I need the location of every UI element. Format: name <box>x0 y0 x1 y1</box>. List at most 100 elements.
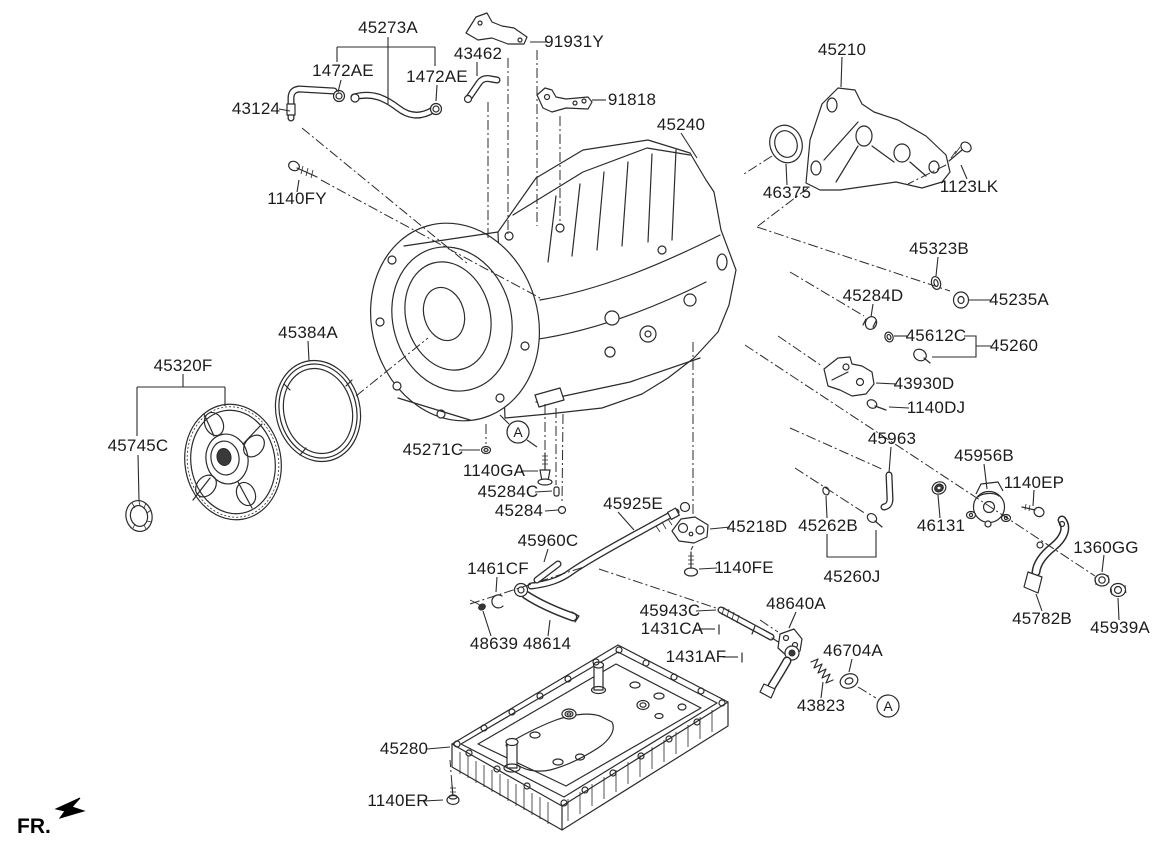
hose-clamp-1472AE-left <box>332 89 346 103</box>
bolt-1123LK-drawing <box>948 141 972 162</box>
part-label-46704A: 46704A <box>823 641 883 660</box>
bolt-1140DJ-drawing <box>866 399 887 411</box>
manual-shaft-45943C-drawing <box>717 606 781 644</box>
bolt-1140ER-drawing <box>446 784 460 806</box>
part-label-43462: 43462 <box>453 44 503 63</box>
part-label-45218D: 45218D <box>726 517 788 536</box>
part-label-43823: 43823 <box>796 696 846 715</box>
part-label-1431AF: 1431AF <box>665 647 727 666</box>
nut-45939A-drawing <box>1109 582 1127 598</box>
bolt-1140FY-drawing <box>288 160 318 179</box>
hook-pin-45963-drawing <box>880 471 894 511</box>
bolt-45262B-drawing <box>866 512 883 528</box>
part-label-1472AE-1: 1472AE <box>312 61 374 80</box>
part-label-45963: 45963 <box>867 429 917 448</box>
part-label-91818: 91818 <box>607 90 657 109</box>
part-label-45320F: 45320F <box>153 356 213 375</box>
callout-A-case-label: A <box>513 424 523 440</box>
oring-45612C-drawing <box>884 331 894 343</box>
snap-ring-1461CF-drawing <box>491 594 504 609</box>
part-label-45612C: 45612C <box>905 326 967 345</box>
callout-A-bushing: A <box>876 694 900 718</box>
washer-45235A-drawing <box>952 291 970 309</box>
part-label-45210: 45210 <box>817 40 867 59</box>
part-label-45260: 45260 <box>989 336 1039 355</box>
part-label-1431CA: 1431CA <box>640 619 704 638</box>
lever-48614-drawing <box>513 582 580 623</box>
part-label-45240: 45240 <box>656 115 706 134</box>
part-label-1140GA: 1140GA <box>462 461 526 480</box>
part-label-45956B: 45956B <box>954 446 1014 465</box>
bushing-45284D-drawing <box>862 316 878 330</box>
part-label-1140FY: 1140FY <box>267 189 327 208</box>
part-label-43930D: 43930D <box>893 374 955 393</box>
center-lines <box>301 50 1096 786</box>
part-label-1472AE-2: 1472AE <box>406 67 468 86</box>
oil-pan-45280-drawing <box>451 644 729 831</box>
part-label-45925E: 45925E <box>603 494 663 513</box>
part-label-43124: 43124 <box>231 99 281 118</box>
hose-45273A-drawing <box>350 91 437 119</box>
part-label-45262B: 45262B <box>798 516 858 535</box>
torque-converter-45320F-drawing <box>184 403 282 521</box>
part-label-45284C: 45284C <box>477 482 539 501</box>
bracket-43930D-drawing <box>823 356 875 397</box>
bolt-1140FE-drawing <box>683 551 699 577</box>
part-label-91931Y: 91931Y <box>544 32 604 51</box>
part-label-45284: 45284 <box>494 501 544 520</box>
front-direction-arrow-icon <box>54 797 86 819</box>
lever-45782B-drawing <box>1023 515 1070 594</box>
part-label-45384A: 45384A <box>278 323 338 342</box>
pin-45284C-drawing <box>553 486 560 497</box>
bushing-46704A-drawing <box>839 673 859 689</box>
nut-1360GG-drawing <box>1094 573 1110 587</box>
callout-A-case: A <box>506 420 530 444</box>
part-label-45323B: 45323B <box>909 239 969 258</box>
bolt-45260-drawing <box>913 348 931 364</box>
part-label-46375: 46375 <box>762 183 812 202</box>
part-label-1123LK: 1123LK <box>939 177 999 196</box>
part-label-1140FE: 1140FE <box>714 558 774 577</box>
control-rod-45925E-drawing <box>527 501 691 590</box>
hose-clamp-1472AE-right <box>429 102 443 116</box>
part-label-1140EP: 1140EP <box>1003 473 1065 492</box>
part-label-45745C: 45745C <box>107 436 169 455</box>
part-label-45782B: 45782B <box>1012 609 1072 628</box>
part-label-45939A: 45939A <box>1090 618 1150 637</box>
part-label-45280: 45280 <box>379 739 429 758</box>
part-label-48614: 48614 <box>522 634 572 653</box>
part-label-48640A: 48640A <box>766 594 826 613</box>
bracket-45218D-drawing <box>671 516 709 544</box>
pin-48639-drawing <box>469 599 486 611</box>
bearing-45745C-drawing <box>125 499 153 533</box>
hose-43462-drawing <box>463 75 501 104</box>
part-label-45943C: 45943C <box>639 601 701 620</box>
part-label-1140DJ: 1140DJ <box>906 398 966 417</box>
part-label-45260J: 45260J <box>823 567 881 586</box>
mount-bracket-45210-drawing <box>805 87 951 191</box>
leader-lines <box>136 37 1120 802</box>
bracket-91931Y-drawing <box>465 12 528 45</box>
bracket-91818-drawing <box>536 87 593 113</box>
part-label-45273A: 45273A <box>358 18 418 37</box>
part-label-1140ER: 1140ER <box>367 791 429 810</box>
bolt-1140EP-drawing <box>1021 503 1045 518</box>
part-label-45235A: 45235A <box>989 290 1049 309</box>
detent-lever-48640A-drawing <box>759 628 803 699</box>
bolt-1140GA-drawing <box>537 452 553 486</box>
part-label-45284D: 45284D <box>842 286 904 305</box>
part-label-45960C: 45960C <box>517 531 579 550</box>
transmission-case-drawing <box>369 139 737 422</box>
part-label-45271C: 45271C <box>402 440 464 459</box>
ring-gear-45384A-drawing <box>274 359 362 463</box>
nut-45271C-drawing <box>480 445 492 455</box>
oil-seal-46375-drawing <box>769 124 803 164</box>
ball-45284-drawing <box>557 505 567 515</box>
grommet-46131-drawing <box>931 481 947 495</box>
inhibitor-switch-45956B-drawing <box>965 481 1012 528</box>
part-label-48639: 48639 <box>469 634 519 653</box>
pin-45960C-drawing <box>533 560 562 584</box>
front-direction-label: FR. <box>17 815 51 838</box>
